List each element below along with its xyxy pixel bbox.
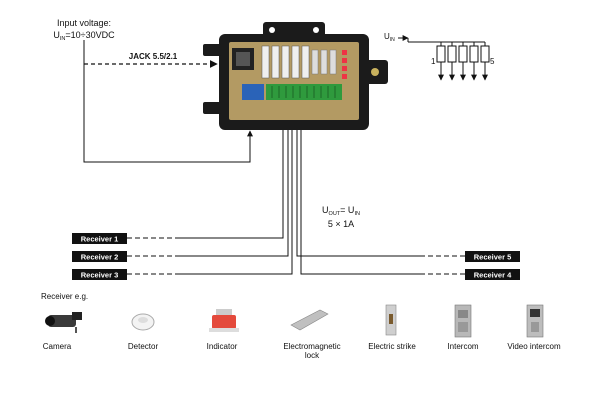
uout-label: UOUT= UIN (322, 205, 360, 217)
svg-text:Receiver 2: Receiver 2 (81, 253, 119, 262)
device-label-video-intercom: Video intercom (507, 342, 561, 351)
output-schematic: UIN 1 5 (384, 32, 495, 81)
uout-current: 5 × 1A (328, 219, 354, 229)
electric-strike-icon (385, 304, 397, 336)
device-label-electromagnetic: Electromagnetic (283, 342, 340, 351)
fuse-row (261, 45, 337, 79)
receiver-label-1: Receiver 1 (72, 233, 127, 244)
receiver-label-4: Receiver 4 (465, 269, 520, 280)
receiver-eg-label: Receiver e.g. (41, 292, 88, 301)
detector-icon (131, 313, 155, 331)
receiver-label-3: Receiver 3 (72, 269, 127, 280)
indicator-icon (209, 309, 239, 332)
electromagnetic-lock-icon (290, 309, 329, 331)
output-wires-dashed (127, 237, 465, 275)
cable-gland-bottom (203, 102, 221, 114)
led-column (342, 50, 347, 79)
svg-text:UIN: UIN (384, 32, 395, 43)
svg-text:Receiver 5: Receiver 5 (474, 253, 512, 262)
output-terminal-block (266, 84, 342, 100)
device-label-intercom: Intercom (447, 342, 478, 351)
device-label-camera: Camera (43, 342, 72, 351)
power-distributor-module (203, 22, 388, 130)
video-intercom-icon (526, 304, 544, 338)
intercom-icon (454, 304, 472, 338)
svg-text:1: 1 (431, 57, 436, 66)
cable-gland-top (203, 44, 221, 56)
svg-text:Receiver 1: Receiver 1 (81, 235, 119, 244)
input-voltage-value: UIN=10÷30VDC (53, 30, 115, 42)
receiver-label-2: Receiver 2 (72, 251, 127, 262)
input-supply-wire (83, 40, 253, 163)
device-label-indicator: Indicator (207, 342, 238, 351)
output-wires (180, 130, 420, 275)
svg-text:Receiver 4: Receiver 4 (474, 271, 512, 280)
receiver-label-5: Receiver 5 (465, 251, 520, 262)
camera-icon (45, 312, 82, 333)
device-label-detector: Detector (128, 342, 159, 351)
svg-text:5: 5 (490, 57, 495, 66)
device-label-electric-strike: Electric strike (368, 342, 416, 351)
jack-label: JACK 5.5/2.1 (129, 52, 178, 61)
input-voltage-title: Input voltage: (57, 18, 111, 28)
svg-text:Receiver 3: Receiver 3 (81, 271, 119, 280)
input-terminal-block (242, 84, 264, 100)
device-label-lock: lock (305, 351, 320, 360)
